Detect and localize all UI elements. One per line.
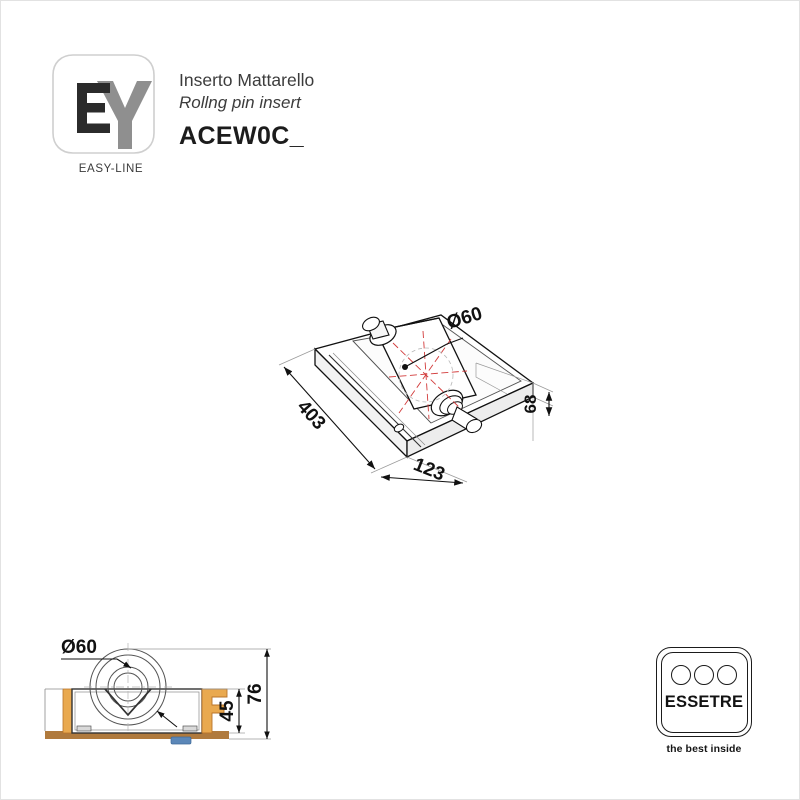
- isometric-drawing: 403 123 68 Ø60: [271, 291, 571, 491]
- circle-icon: [717, 665, 737, 685]
- dim-label-76: 76: [245, 683, 266, 704]
- isometric-svg: 403 123 68 Ø60: [278, 303, 554, 486]
- iso-bore-circle: [398, 347, 454, 403]
- logo-rounded-frame: [52, 54, 155, 154]
- section-v-notch: [104, 688, 152, 717]
- essetre-dots-group: [657, 665, 751, 685]
- iso-mount-hole: [393, 423, 405, 433]
- section-svg: Ø60 45 76: [44, 637, 271, 745]
- section-base-board: [45, 731, 229, 739]
- iso-centerlines: [388, 330, 468, 420]
- dim-label-45: 45: [217, 700, 238, 722]
- logo-letter-e: [77, 83, 110, 133]
- ey-logo-graphic: [52, 54, 155, 154]
- essetre-wordmark: ESSETRE: [664, 693, 744, 711]
- dim-label-d60-section: Ø60: [61, 637, 97, 658]
- product-code: ACEW0C_: [179, 121, 305, 150]
- section-drawing: Ø60 45 76: [31, 631, 301, 781]
- header-block: EASY-LINE Inserto Mattarello Rollng pin …: [51, 53, 451, 188]
- dim-label-68: 68: [521, 395, 540, 414]
- circle-icon: [694, 665, 714, 685]
- essetre-logo-frame: ESSETRE: [656, 647, 752, 737]
- essetre-logo-frame-inner: [660, 651, 748, 733]
- essetre-tagline: the best inside: [666, 743, 742, 755]
- essetre-logo: ESSETRE the best inside: [649, 647, 759, 762]
- dim-width-123: 123: [380, 454, 464, 486]
- easy-line-label: EASY-LINE: [78, 163, 144, 175]
- dim-label-d60-iso: Ø60: [444, 303, 484, 334]
- dim-height-76: 76: [245, 649, 270, 739]
- dim-label-123: 123: [410, 454, 447, 485]
- section-wood-f-profile: [201, 688, 228, 734]
- section-left-bay: [44, 688, 63, 731]
- title-italian: Inserto Mattarello: [179, 70, 315, 90]
- section-wood-left: [62, 688, 73, 734]
- dim-diameter-60-section: Ø60: [61, 637, 132, 669]
- section-leader-arrow: [156, 710, 178, 728]
- section-housing: [71, 688, 203, 734]
- iso-rolling-pin: [362, 316, 483, 434]
- dim-label-403: 403: [293, 397, 330, 435]
- logo-letter-y: [97, 81, 152, 149]
- circle-icon: [671, 665, 691, 685]
- title-english: Rollng pin insert: [179, 93, 301, 113]
- section-blue-clamp: [170, 736, 192, 745]
- title-group: Inserto Mattarello Rollng pin insert ACE…: [179, 69, 439, 151]
- dim-height-68: 68: [521, 392, 553, 416]
- dim-height-45: 45: [217, 689, 242, 733]
- easy-line-logo: EASY-LINE: [51, 53, 169, 183]
